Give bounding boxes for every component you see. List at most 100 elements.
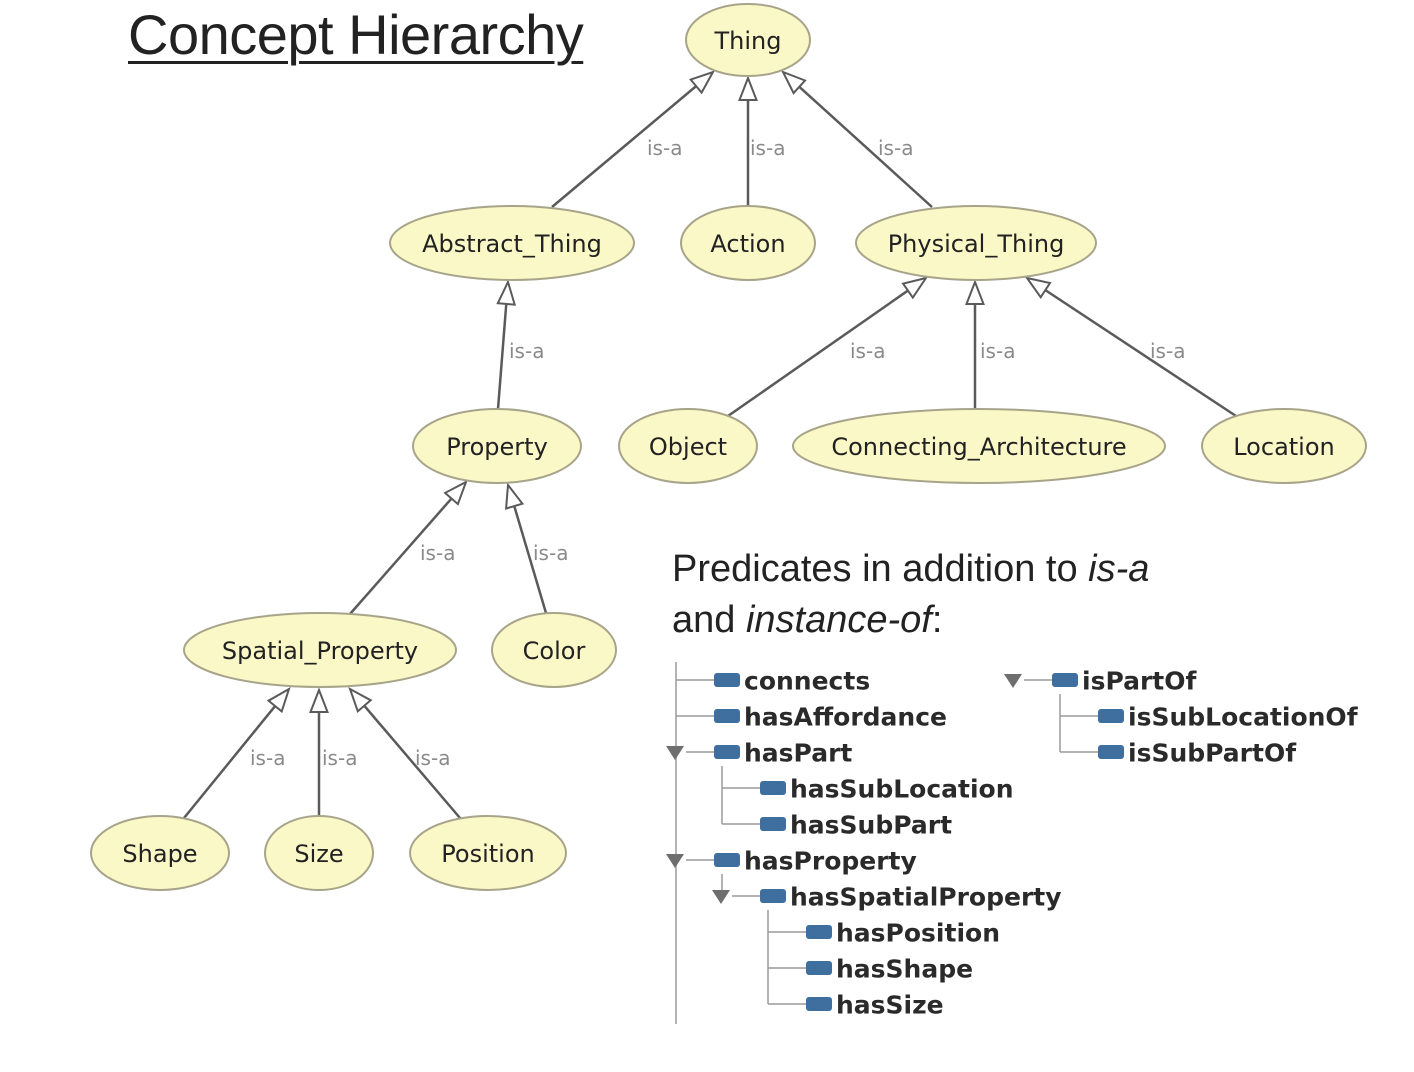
predicate-isSubLocationOf[interactable]: isSubLocationOf [1060, 703, 1359, 732]
edge-action-to-thing: is-a [738, 75, 785, 206]
object-property-icon [760, 817, 786, 831]
predicate-label: hasPosition [836, 919, 1000, 948]
node-object: Object [618, 408, 758, 484]
predicate-connects[interactable]: connects [676, 667, 870, 696]
node-ellipse [409, 815, 567, 891]
expand-triangle-icon[interactable] [712, 890, 730, 904]
node-ellipse [389, 205, 635, 281]
edge-position-to-spatial: is-a [348, 686, 461, 819]
node-ellipse [491, 612, 617, 688]
edge-label: is-a [980, 339, 1015, 363]
predicate-label: hasAffordance [744, 703, 947, 732]
predicate-label: isPartOf [1082, 667, 1198, 696]
predicate-hasPart[interactable]: hasPart [666, 739, 852, 768]
edge-location-to-physical: is-a [1024, 276, 1237, 418]
predicate-label: isSubPartOf [1128, 739, 1297, 768]
edge-label: is-a [322, 746, 357, 770]
edge-label: is-a [250, 746, 285, 770]
object-property-icon [806, 961, 832, 975]
expand-triangle-icon[interactable] [666, 854, 684, 868]
predicates-heading-line1: Predicates in addition to is-a [672, 544, 1149, 595]
edge-object-to-physical: is-a [727, 276, 929, 418]
node-label: Connecting_Architecture [831, 433, 1126, 461]
object-property-icon [714, 709, 740, 723]
node-label: Physical_Thing [888, 230, 1065, 258]
edge-label: is-a [509, 339, 544, 363]
node-label: Size [294, 840, 343, 868]
node-shape: Shape [90, 815, 230, 891]
object-property-icon [1052, 673, 1078, 687]
node-label: Object [649, 433, 727, 461]
edge-label: is-a [850, 339, 885, 363]
edge-line [1044, 289, 1237, 418]
predicates-heading: Predicates in addition to is-a and insta… [672, 544, 1149, 646]
heading-text: : [931, 599, 943, 641]
hollow-arrowhead-icon [965, 279, 985, 305]
edge-line [798, 85, 933, 208]
node-label: Color [523, 637, 586, 665]
hollow-arrowhead-icon [348, 686, 373, 714]
edge-size-to-spatial: is-a [309, 687, 357, 816]
edge-line [727, 289, 909, 418]
hollow-arrowhead-icon [309, 687, 329, 713]
hollow-arrowhead-icon [496, 279, 517, 306]
edge-label: is-a [533, 541, 568, 565]
predicate-hasSize[interactable]: hasSize [768, 991, 944, 1020]
expand-triangle-icon[interactable] [666, 746, 684, 760]
hollow-arrowhead-icon [688, 70, 716, 95]
hollow-arrowhead-icon [901, 276, 929, 300]
predicate-label: hasProperty [744, 847, 917, 876]
object-property-icon [714, 853, 740, 867]
edge-line [513, 505, 548, 614]
predicate-hasShape[interactable]: hasShape [768, 955, 973, 984]
hollow-arrowhead-icon [443, 479, 468, 506]
predicate-hasAffordance[interactable]: hasAffordance [676, 703, 947, 732]
predicate-isSubPartOf[interactable]: isSubPartOf [1060, 739, 1297, 768]
edge-line [349, 497, 453, 615]
predicate-isPartOf[interactable]: isPartOf [1004, 667, 1198, 696]
predicate-label: hasSubPart [790, 811, 952, 840]
predicate-hasSubPart[interactable]: hasSubPart [722, 811, 952, 840]
expand-triangle-icon[interactable] [1004, 674, 1022, 688]
node-label: Abstract_Thing [422, 230, 602, 258]
diagram-title: Concept Hierarchy [128, 3, 584, 66]
node-label: Location [1233, 433, 1335, 461]
node-label: Property [446, 433, 548, 461]
edge-line [496, 303, 508, 410]
heading-emphasis: is-a [1088, 548, 1150, 590]
hollow-arrowhead-icon [266, 686, 291, 714]
hollow-arrowhead-icon [1024, 276, 1052, 299]
edge-physical-to-thing: is-a [780, 70, 933, 208]
edge-connecting-to-physical: is-a [965, 279, 1015, 409]
node-ellipse [680, 205, 816, 281]
object-property-icon [760, 781, 786, 795]
predicate-hasSpatialProperty[interactable]: hasSpatialProperty [712, 883, 1062, 912]
predicate-hasPosition[interactable]: hasPosition [768, 919, 1000, 948]
node-label: Spatial_Property [222, 637, 418, 665]
node-action: Action [680, 205, 816, 281]
node-color: Color [491, 612, 617, 688]
object-property-icon [806, 997, 832, 1011]
node-label: Action [710, 230, 785, 258]
node-ellipse [855, 205, 1097, 281]
predicate-label: connects [744, 667, 870, 696]
edge-color-to-property: is-a [504, 482, 568, 614]
edge-label: is-a [420, 541, 455, 565]
object-property-icon [806, 925, 832, 939]
object-property-icon [1098, 745, 1124, 759]
edge-label: is-a [415, 746, 450, 770]
heading-text: Predicates in addition to [672, 548, 1089, 590]
edge-spatial-to-property: is-a [349, 479, 468, 615]
node-location: Location [1201, 408, 1367, 484]
predicates-heading-line2: and instance-of: [672, 595, 1149, 646]
edge-label: is-a [1150, 339, 1185, 363]
predicate-tree: connects hasAffordance hasPart hasSubLocati… [666, 662, 1359, 1024]
node-label: Thing [714, 27, 782, 55]
predicate-hasProperty[interactable]: hasProperty [666, 847, 917, 876]
node-abstract: Abstract_Thing [389, 205, 635, 281]
predicate-label: hasSpatialProperty [790, 883, 1062, 912]
predicate-hasSubLocation[interactable]: hasSubLocation [722, 775, 1014, 804]
edge-label: is-a [878, 136, 913, 160]
